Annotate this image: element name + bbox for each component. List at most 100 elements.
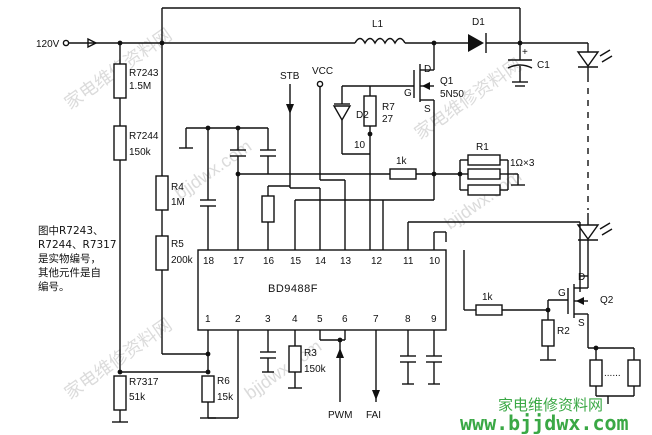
- r5-value: 200k: [171, 255, 194, 266]
- vcc-terminal: [316, 80, 324, 88]
- r5-resistor: [155, 235, 169, 271]
- pwm-label: PWM: [328, 410, 352, 421]
- site-watermark-cn: 家电维修资料网: [498, 396, 603, 414]
- led-top-icon: [576, 51, 600, 68]
- r6-resistor: [201, 375, 215, 403]
- site-watermark: 家电维修资料网 www.bjjdwx.com: [460, 396, 629, 435]
- r4-label: R4: [171, 182, 184, 193]
- input-arrow: [87, 37, 98, 49]
- mosfet-q1: D G S Q1 5N50: [396, 43, 464, 174]
- r3-resistor: [288, 345, 302, 373]
- c1-label: C1: [537, 60, 550, 71]
- input-terminal: [62, 39, 70, 47]
- note-line: 图中R7243、: [38, 225, 104, 237]
- ic-pin-15-label: 15: [290, 256, 302, 267]
- site-watermark-url: www.bjjdwx.com: [460, 411, 629, 435]
- r7244-resistor: [113, 125, 127, 161]
- r4-value: 1M: [171, 197, 185, 208]
- diode-d1: D1: [468, 17, 487, 53]
- ic-pin-11-label: 11: [403, 256, 414, 267]
- ic-pin-4-label: 4: [292, 314, 298, 325]
- r6-value: 15k: [217, 392, 234, 403]
- ic-pin-1-label: 1: [205, 314, 211, 325]
- note-line: 其他元件是自: [38, 267, 101, 279]
- q1-g-label: G: [404, 88, 412, 99]
- r2-resistor: [541, 319, 555, 347]
- r1-label: R1: [476, 142, 489, 153]
- stb-label: STB: [280, 71, 300, 82]
- ic-pin-17-label: 17: [233, 256, 245, 267]
- r4-resistor: [155, 175, 169, 211]
- q2-label: Q2: [600, 295, 614, 306]
- ic-pin-5-label: 5: [317, 314, 323, 325]
- more-resistors-dots: ......: [604, 368, 621, 379]
- r7-value: 27: [382, 114, 394, 125]
- r7317-resistor: [113, 375, 127, 411]
- led-bottom-icon: [576, 224, 600, 241]
- r7243-value: 1.5M: [129, 81, 151, 92]
- q2-d-label: D: [578, 272, 585, 283]
- l1-label: L1: [372, 19, 384, 30]
- r7317-label: R7317: [129, 377, 159, 388]
- q2-g-label: G: [558, 288, 566, 299]
- q1-d-label: D: [424, 64, 431, 75]
- res-1k-bottom-label: 1k: [482, 292, 494, 303]
- d2-diode: [332, 105, 352, 122]
- c1-plus-label: +: [522, 47, 528, 58]
- note-line: 编号。: [38, 281, 70, 293]
- ic-pin-16-label: 16: [263, 256, 275, 267]
- r1-value: 1Ω×3: [510, 158, 535, 169]
- top-left-network: [179, 125, 435, 250]
- d2-value: 10: [354, 140, 366, 151]
- res-1k-top-label: 1k: [396, 156, 408, 167]
- vcc-label: VCC: [312, 66, 333, 77]
- capacitor-c1: + C1: [507, 43, 550, 87]
- note-line: 是实物编号，: [38, 253, 101, 265]
- r7243-resistor: [113, 63, 127, 99]
- ic-top-pins: 18 17 16 15 14 13 12 11 10: [203, 256, 441, 267]
- r7243-label: R7243: [129, 68, 159, 79]
- res-1k-bottom: [475, 304, 503, 316]
- ic-pin-8-label: 8: [405, 314, 411, 325]
- r2-label: R2: [557, 326, 570, 337]
- r3-label: R3: [304, 348, 317, 359]
- ic-pin-9-label: 9: [431, 314, 437, 325]
- r6-label: R6: [217, 376, 230, 387]
- ic-pin-2-label: 2: [235, 314, 241, 325]
- r3-value: 150k: [304, 364, 327, 375]
- q1-part-label: 5N50: [440, 89, 464, 100]
- note-line: R7244、R7317: [38, 239, 117, 251]
- current-sense-r1: R1 1Ω×3: [431, 142, 535, 196]
- inductor-l1: L1: [354, 19, 406, 45]
- ic-pin-12-label: 12: [371, 256, 383, 267]
- mosfet-q2: D G S Q2 1k R2: [463, 250, 614, 361]
- r7317-value: 51k: [129, 392, 146, 403]
- r7-label: R7: [382, 102, 395, 113]
- ic-name: BD9488F: [268, 283, 318, 295]
- q1-s-label: S: [424, 104, 431, 115]
- bottom-pin-network: R6 15k R3 150k PWM FAI: [200, 330, 442, 421]
- ic-body: [197, 249, 447, 331]
- input-voltage-label: 120V: [36, 39, 60, 50]
- stb-vcc-inputs: STB VCC: [280, 66, 346, 250]
- pin10-11-wiring: [382, 200, 581, 276]
- component-note: 图中R7243、 R7244、R7317 是实物编号， 其他元件是自 编号。: [38, 224, 122, 294]
- gate-drive: R7 27 D2 10: [332, 85, 396, 250]
- ic-pin-13-label: 13: [340, 256, 352, 267]
- pin16-resistor: [261, 195, 275, 223]
- ic-pin-10-label: 10: [429, 256, 441, 267]
- fai-label: FAI: [366, 410, 381, 421]
- ic-pin-18-label: 18: [203, 256, 215, 267]
- ic-pin-3-label: 3: [265, 314, 271, 325]
- d1-label: D1: [472, 17, 485, 28]
- ic-pin-14-label: 14: [315, 256, 327, 267]
- r7244-label: R7244: [129, 131, 159, 142]
- ic-pin-7-label: 7: [373, 314, 379, 325]
- watermark-2: bjjdwx.com: [171, 136, 255, 203]
- r5-label: R5: [171, 239, 184, 250]
- res-1k-top: 1k: [235, 156, 434, 180]
